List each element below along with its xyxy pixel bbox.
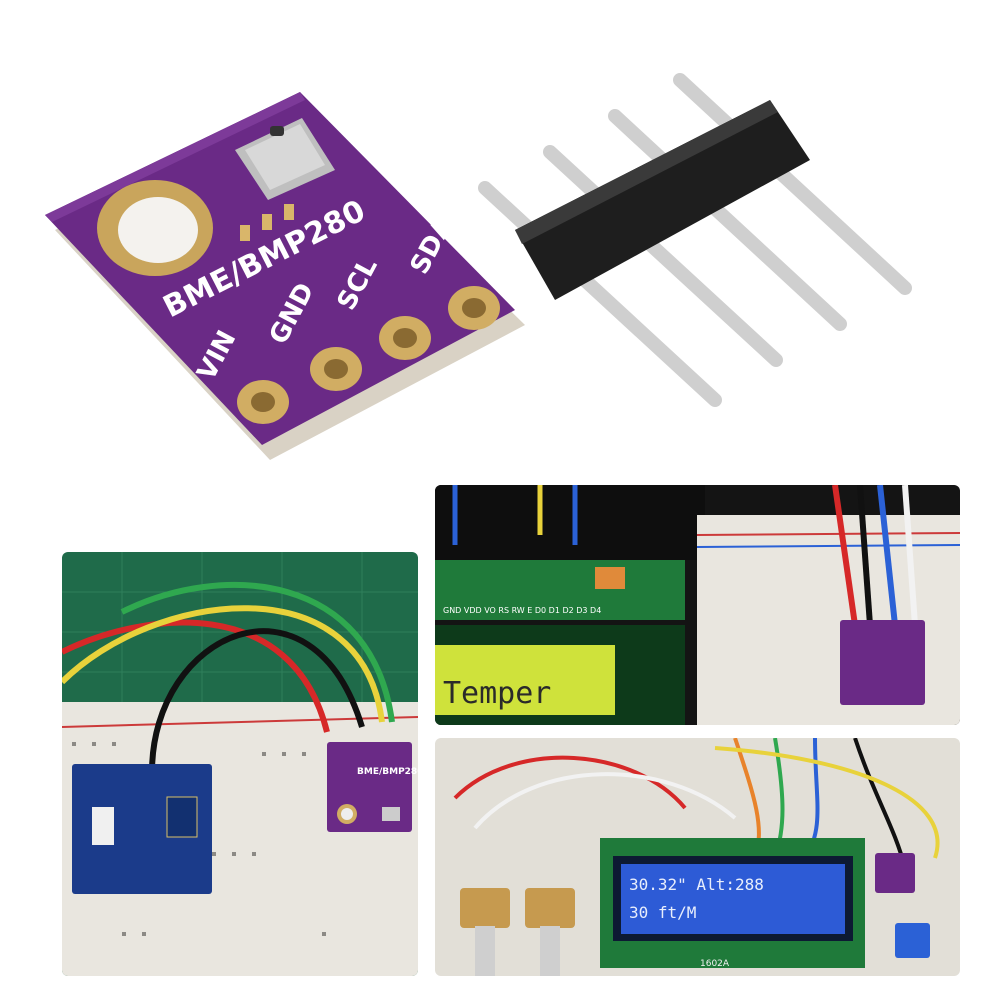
sensor-module-photo: BME/BMP280 VIN GND SCL SDA xyxy=(0,0,1000,480)
header-pins xyxy=(478,73,912,407)
lcd-screen xyxy=(621,864,845,934)
header-plastic xyxy=(515,100,810,300)
sensor-label: BME/BMP280 xyxy=(357,767,418,777)
trim-potentiometer xyxy=(895,923,930,958)
lcd-line-1: 30.32" Alt:288 xyxy=(629,875,764,894)
potentiometers xyxy=(460,888,575,976)
lcd-line-2: 30 ft/M xyxy=(629,903,696,922)
lcd-yellow-drawing: GND VDD VO RS RW E D0 D1 D2 D3 D4 Temper xyxy=(435,485,960,725)
photo-lcd-yellow: GND VDD VO RS RW E D0 D1 D2 D3 D4 Temper xyxy=(435,485,960,725)
mounting-hole xyxy=(118,197,198,263)
lcd-text: Temper xyxy=(443,676,551,711)
lcd-screen xyxy=(435,645,615,715)
lcd-header-text: GND VDD VO RS RW E D0 D1 D2 D3 D4 xyxy=(443,606,601,615)
breadboard-wiring-drawing: BME/BMP280 xyxy=(62,552,418,976)
sensor-module-drawing: BME/BMP280 VIN GND SCL SDA xyxy=(45,73,912,460)
sensor-module xyxy=(875,853,915,893)
pin-holes xyxy=(237,286,500,424)
lcd-blue-drawing: 30.32" Alt:288 30 ft/M 1602A xyxy=(435,738,960,976)
lcd-model: 1602A xyxy=(700,959,730,969)
photo-lcd-blue: 30.32" Alt:288 30 ft/M 1602A xyxy=(435,738,960,976)
sensor-module xyxy=(840,620,925,705)
photo-breadboard-wiring: BME/BMP280 xyxy=(62,552,418,976)
lcd-pcb xyxy=(435,560,685,620)
